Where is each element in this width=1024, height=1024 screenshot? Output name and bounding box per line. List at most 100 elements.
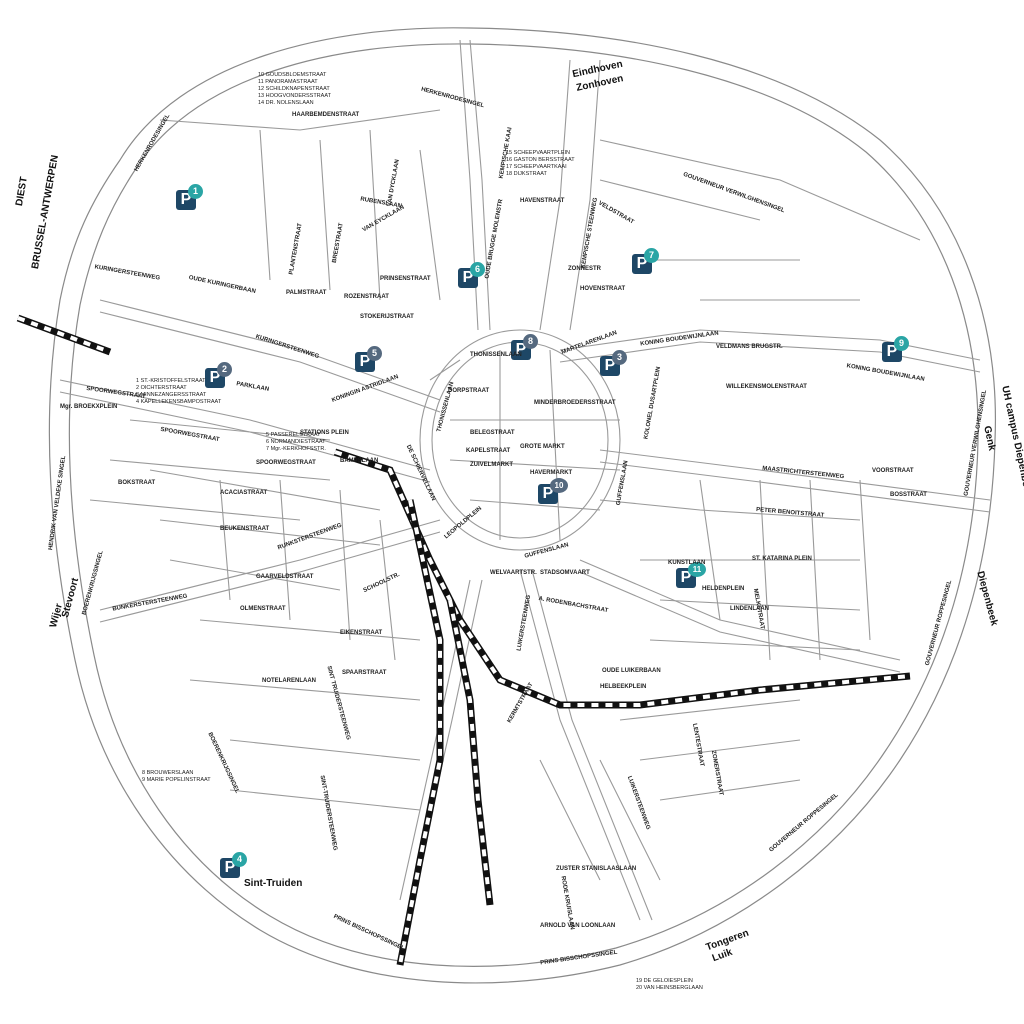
street-label: HOVENSTRAAT — [580, 286, 626, 292]
street-label: OLMENSTRAAT — [240, 606, 286, 612]
parking-number-badge: 9 — [894, 336, 909, 351]
parking-number-badge: 6 — [470, 262, 485, 277]
street-label: STADSOMVAART — [540, 570, 590, 576]
street-label: OUDE LUIKERBAAN — [602, 668, 661, 674]
parking-number-badge: 1 — [188, 184, 203, 199]
street-label: HAVERMARKT — [530, 470, 573, 476]
street-label: GROTE MARKT — [520, 444, 565, 450]
street-label: BOSSTRAAT — [890, 492, 927, 498]
street — [579, 571, 901, 673]
street — [99, 299, 441, 401]
street — [531, 569, 653, 921]
street-label: ZUSTER STANISLAASLAAN — [556, 866, 637, 872]
street — [159, 109, 441, 301]
parking-number-badge: 2 — [217, 362, 232, 377]
street — [99, 531, 441, 623]
street — [599, 499, 861, 651]
street-label: HAVENSTRAAT — [520, 198, 565, 204]
street-label: BAMPSLAAN — [340, 458, 379, 464]
street — [699, 479, 871, 661]
street-label: LINDENLAAN — [730, 606, 769, 612]
street-label: SPOORWEGSTRAAT — [256, 460, 316, 466]
street-label: BELEGSTRAAT — [470, 430, 515, 436]
street — [59, 379, 431, 471]
street-label: BOKSTRAAT — [118, 480, 156, 486]
street-label: GAARVELDSTRAAT — [256, 574, 314, 580]
street — [429, 349, 621, 541]
street-label: ACACIASTRAAT — [220, 490, 268, 496]
street-label: WELVAARTSTR. — [490, 570, 537, 576]
street — [99, 519, 441, 611]
street-label: ARNOLD VAN LOONLAAN — [540, 923, 616, 929]
street-label: DORPSTRAAT — [448, 388, 490, 394]
street — [569, 59, 601, 331]
parking-number-badge: 5 — [367, 346, 382, 361]
direction-label-sint-truiden: Sint-Truiden — [244, 878, 303, 889]
parking-number-badge: 3 — [612, 350, 627, 365]
street-label: VOORSTRAAT — [872, 468, 914, 474]
street-label: STATIONS PLEIN — [300, 430, 349, 436]
street — [99, 311, 441, 413]
street-label: VELDMANS BRUGSTR. — [716, 344, 783, 350]
street-label: STOKERIJSTRAAT — [360, 314, 414, 320]
inner-ring — [419, 329, 621, 551]
street-label: KAPELSTRAAT — [466, 448, 511, 454]
street-label: ZUIVELMARKT — [470, 462, 513, 468]
street — [219, 479, 396, 661]
outer-ring-road-inner — [68, 43, 979, 967]
street-label: NOTELARENLAAN — [262, 678, 316, 684]
outer-ring-road — [48, 27, 997, 984]
street — [599, 139, 921, 301]
parking-number-badge: 7 — [644, 248, 659, 263]
street — [559, 329, 981, 361]
street — [469, 39, 491, 331]
street-label: KUNSTLAAN — [668, 560, 706, 566]
street-label: HELDENPLEIN — [702, 586, 745, 592]
street-label: ST. KATARINA PLEIN — [752, 556, 812, 562]
street-label: ROZENSTRAAT — [344, 294, 389, 300]
street-label: Mgr. BROEKXPLEIN — [60, 404, 118, 410]
street-label: BEUKENSTRAAT — [220, 526, 270, 532]
street-label: HELBEEKPLEIN — [600, 684, 647, 690]
street-label: EIKENSTRAAT — [340, 630, 383, 636]
street — [519, 569, 641, 921]
parking-number-badge: 10 — [550, 478, 568, 493]
street-label: MINDERBROEDERSSTRAAT — [534, 400, 616, 406]
street — [599, 449, 991, 501]
street — [539, 59, 571, 331]
street-label: PALMSTRAAT — [286, 290, 327, 296]
railway — [16, 314, 911, 966]
street — [559, 341, 981, 373]
street-label: WILLEKENSMOLENSTRAAT — [726, 384, 807, 390]
street — [89, 419, 331, 521]
parking-number-badge: 8 — [523, 334, 538, 349]
street — [539, 699, 801, 881]
street-label: SPAARSTRAAT — [342, 670, 387, 676]
street-label: THONISSENLAAN — [470, 352, 522, 358]
street-label: HAARBEMDENSTRAAT — [292, 112, 360, 118]
parking-number-badge: 4 — [232, 852, 247, 867]
street-label: PRINSENSTRAAT — [380, 276, 431, 282]
parking-number-badge: 11 — [688, 562, 706, 577]
street — [149, 469, 421, 811]
street-label: ZONNESTR — [568, 266, 601, 272]
